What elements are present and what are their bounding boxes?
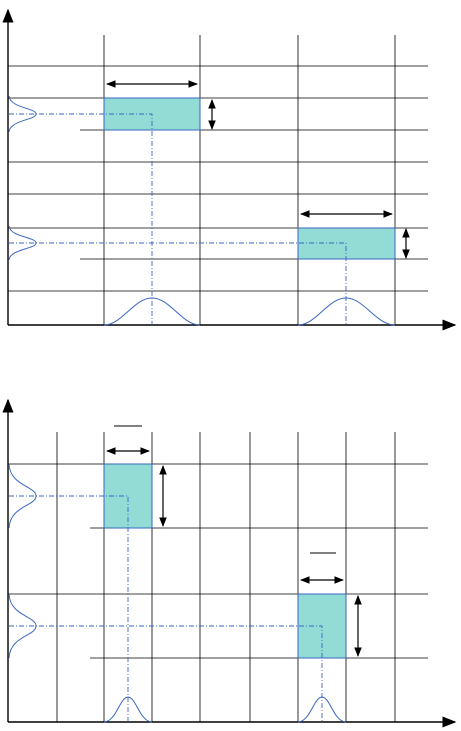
top-freq-gaussians — [9, 96, 36, 260]
top-guides — [9, 114, 346, 325]
bottom-freq-gaussians — [9, 464, 36, 658]
bottom-panel — [8, 400, 455, 722]
bottom-grid — [8, 432, 428, 722]
bottom-guides — [9, 496, 322, 722]
top-cell-2 — [298, 228, 395, 259]
top-time-gaussians — [104, 298, 395, 325]
bottom-time-gaussians — [104, 697, 346, 722]
top-grid — [8, 35, 428, 325]
top-panel — [8, 10, 455, 325]
